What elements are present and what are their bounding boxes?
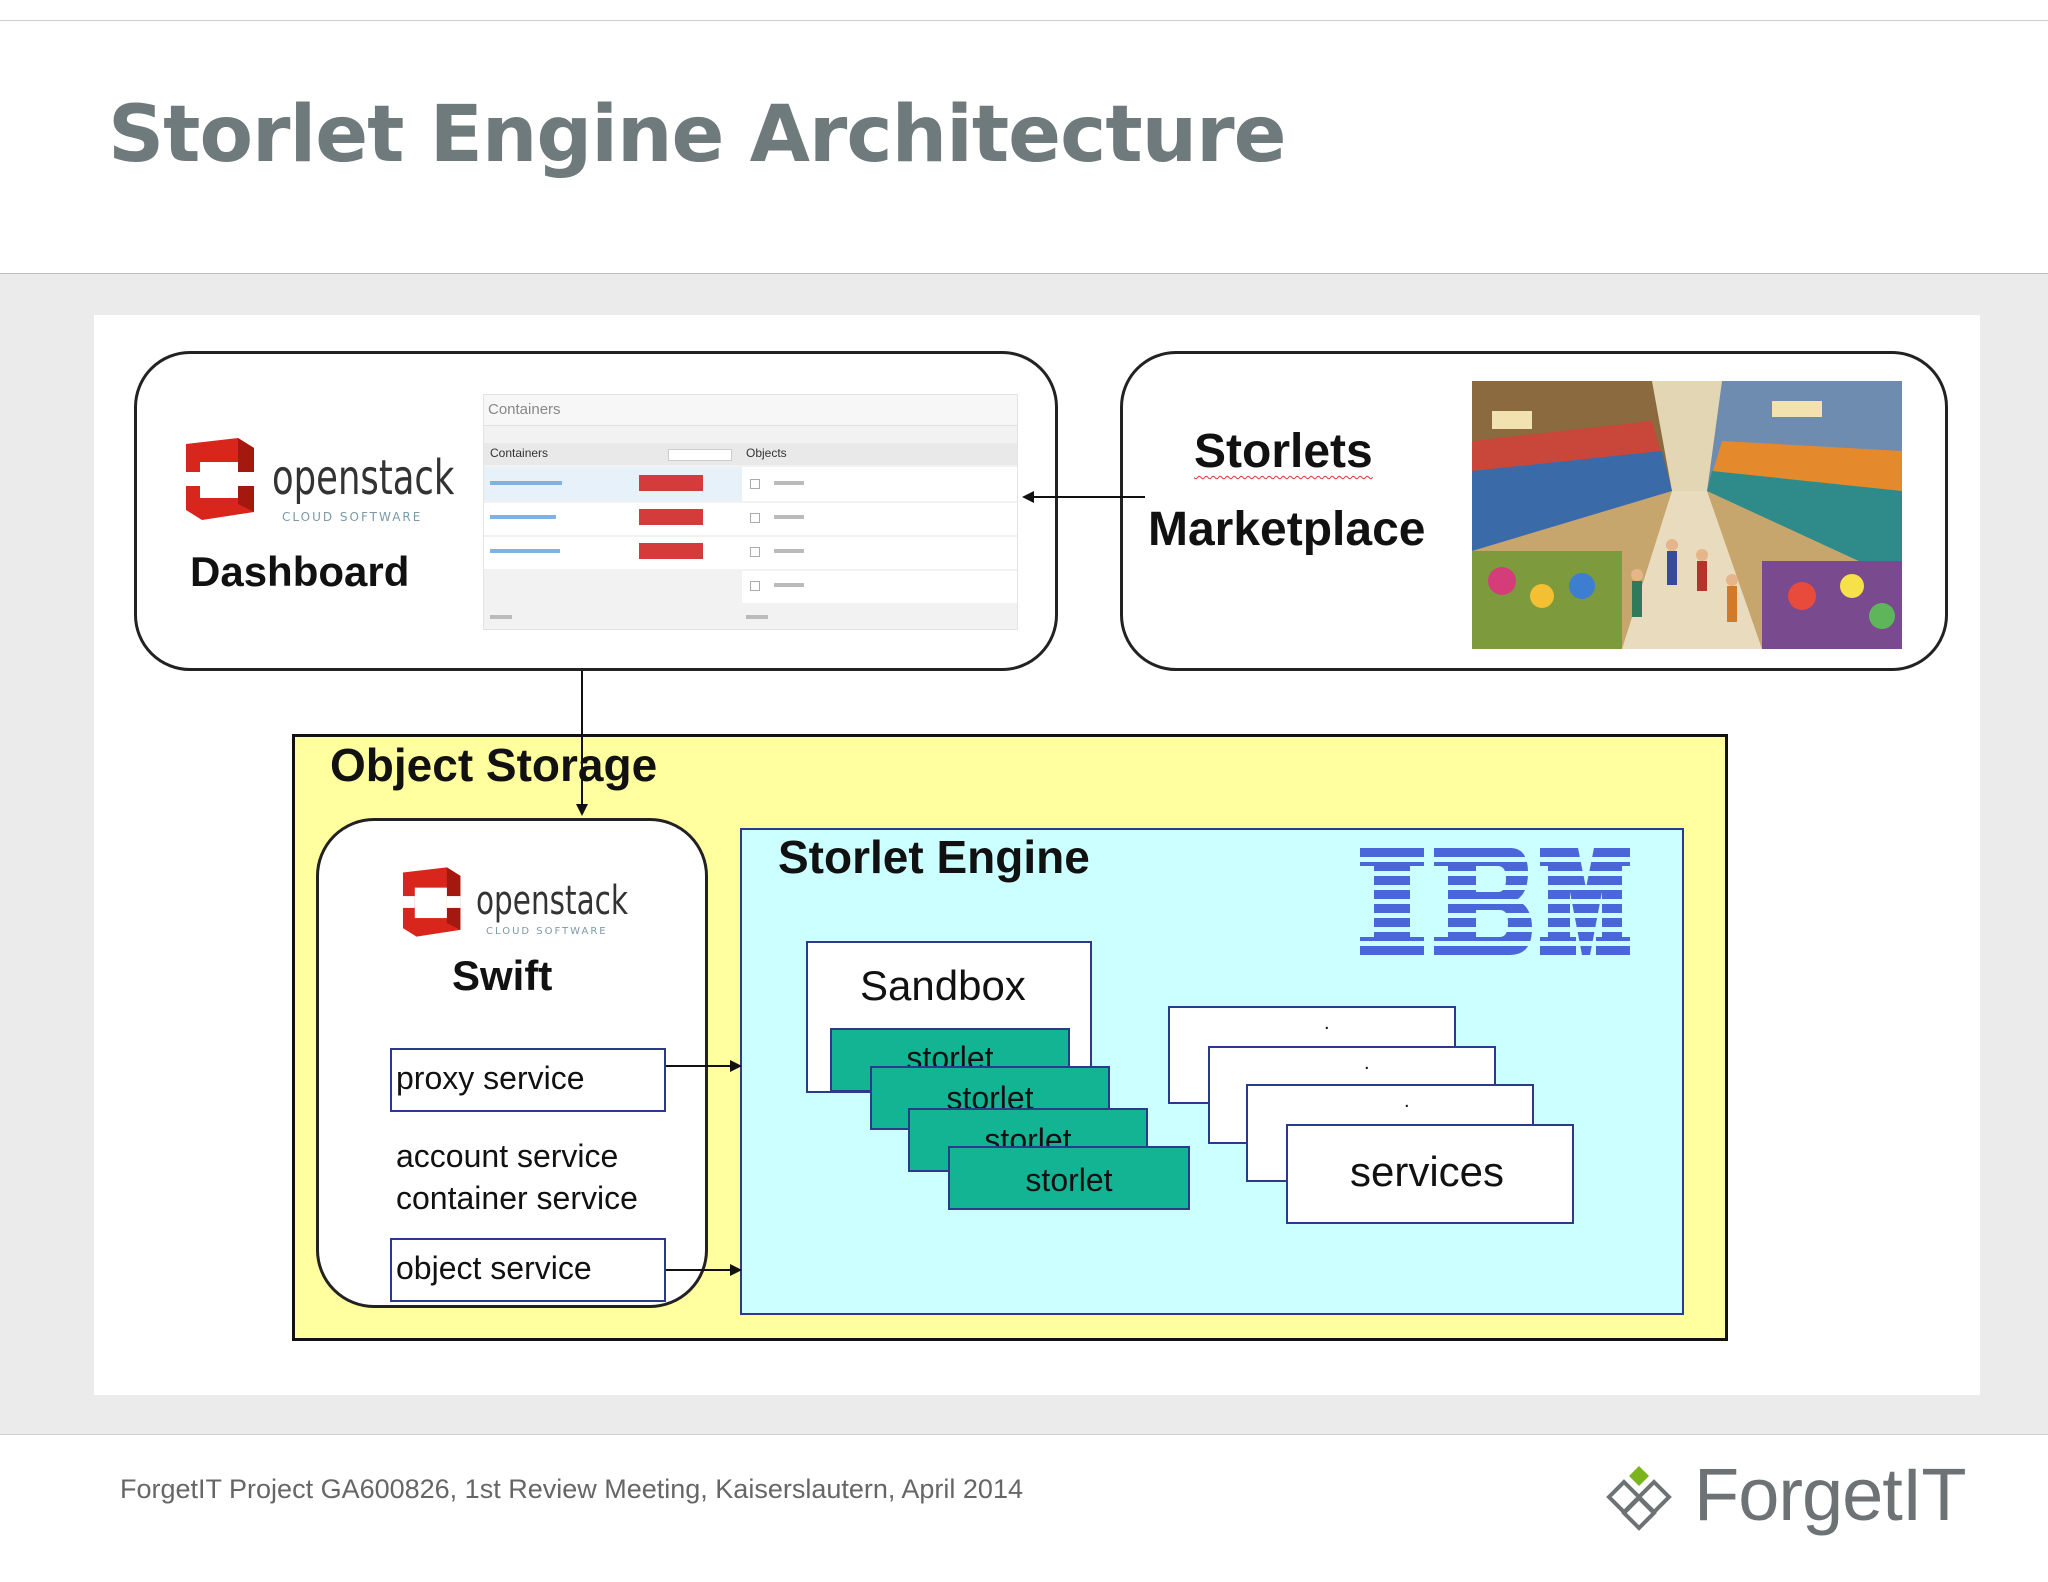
- title-area: [0, 20, 2048, 274]
- openstack-tagline: CLOUD SOFTWARE: [282, 510, 423, 524]
- dashboard-label: Dashboard: [190, 548, 410, 595]
- services-box-4: [1286, 1124, 1574, 1224]
- openstack-wordmark: openstack: [272, 450, 455, 506]
- marketplace-illustration: [1472, 381, 1902, 649]
- object-service-box: object service: [390, 1238, 666, 1302]
- footer-divider: [0, 1434, 2048, 1435]
- services-label: services: [1350, 1148, 1505, 1195]
- marketplace-label-line1: Storlets: [1194, 425, 1373, 478]
- object-storage-label: Object Storage: [330, 739, 658, 791]
- storlet-engine-label: Storlet Engine: [778, 831, 1090, 883]
- swift-openstack-wordmark: openstack: [476, 878, 628, 924]
- dashboard-screenshot: Containers Containers Objects: [483, 394, 1018, 630]
- slide-title: Storlet Engine Architecture: [108, 90, 1287, 180]
- sandbox-label: Sandbox: [860, 962, 1026, 1009]
- openstack-logo-icon: [402, 867, 461, 937]
- services-dot-3: .: [1404, 1090, 1410, 1112]
- openstack-logo-icon: [186, 438, 254, 520]
- account-service-label: account service: [396, 1138, 619, 1174]
- services-dot-2: .: [1364, 1052, 1370, 1074]
- proxy-service-box: proxy service: [390, 1048, 666, 1112]
- services-dot-1: .: [1324, 1012, 1330, 1034]
- swift-openstack-tagline: CLOUD SOFTWARE: [486, 926, 608, 937]
- screenshot-col-containers: Containers: [490, 446, 549, 460]
- screenshot-heading: Containers: [488, 401, 561, 418]
- ibm-logo-icon: [1360, 848, 1630, 955]
- storlet-box-4: storlet: [948, 1146, 1190, 1210]
- marketplace-label-line2: Marketplace: [1148, 503, 1426, 556]
- screenshot-col-objects: Objects: [746, 446, 787, 460]
- forgetit-logo-icon: [1606, 1466, 1672, 1531]
- container-service-label: container service: [396, 1180, 638, 1216]
- footer-text: ForgetIT Project GA600826, 1st Review Me…: [120, 1474, 1023, 1504]
- swift-label: Swift: [452, 952, 553, 999]
- forgetit-brand: ForgetIT: [1694, 1453, 1967, 1536]
